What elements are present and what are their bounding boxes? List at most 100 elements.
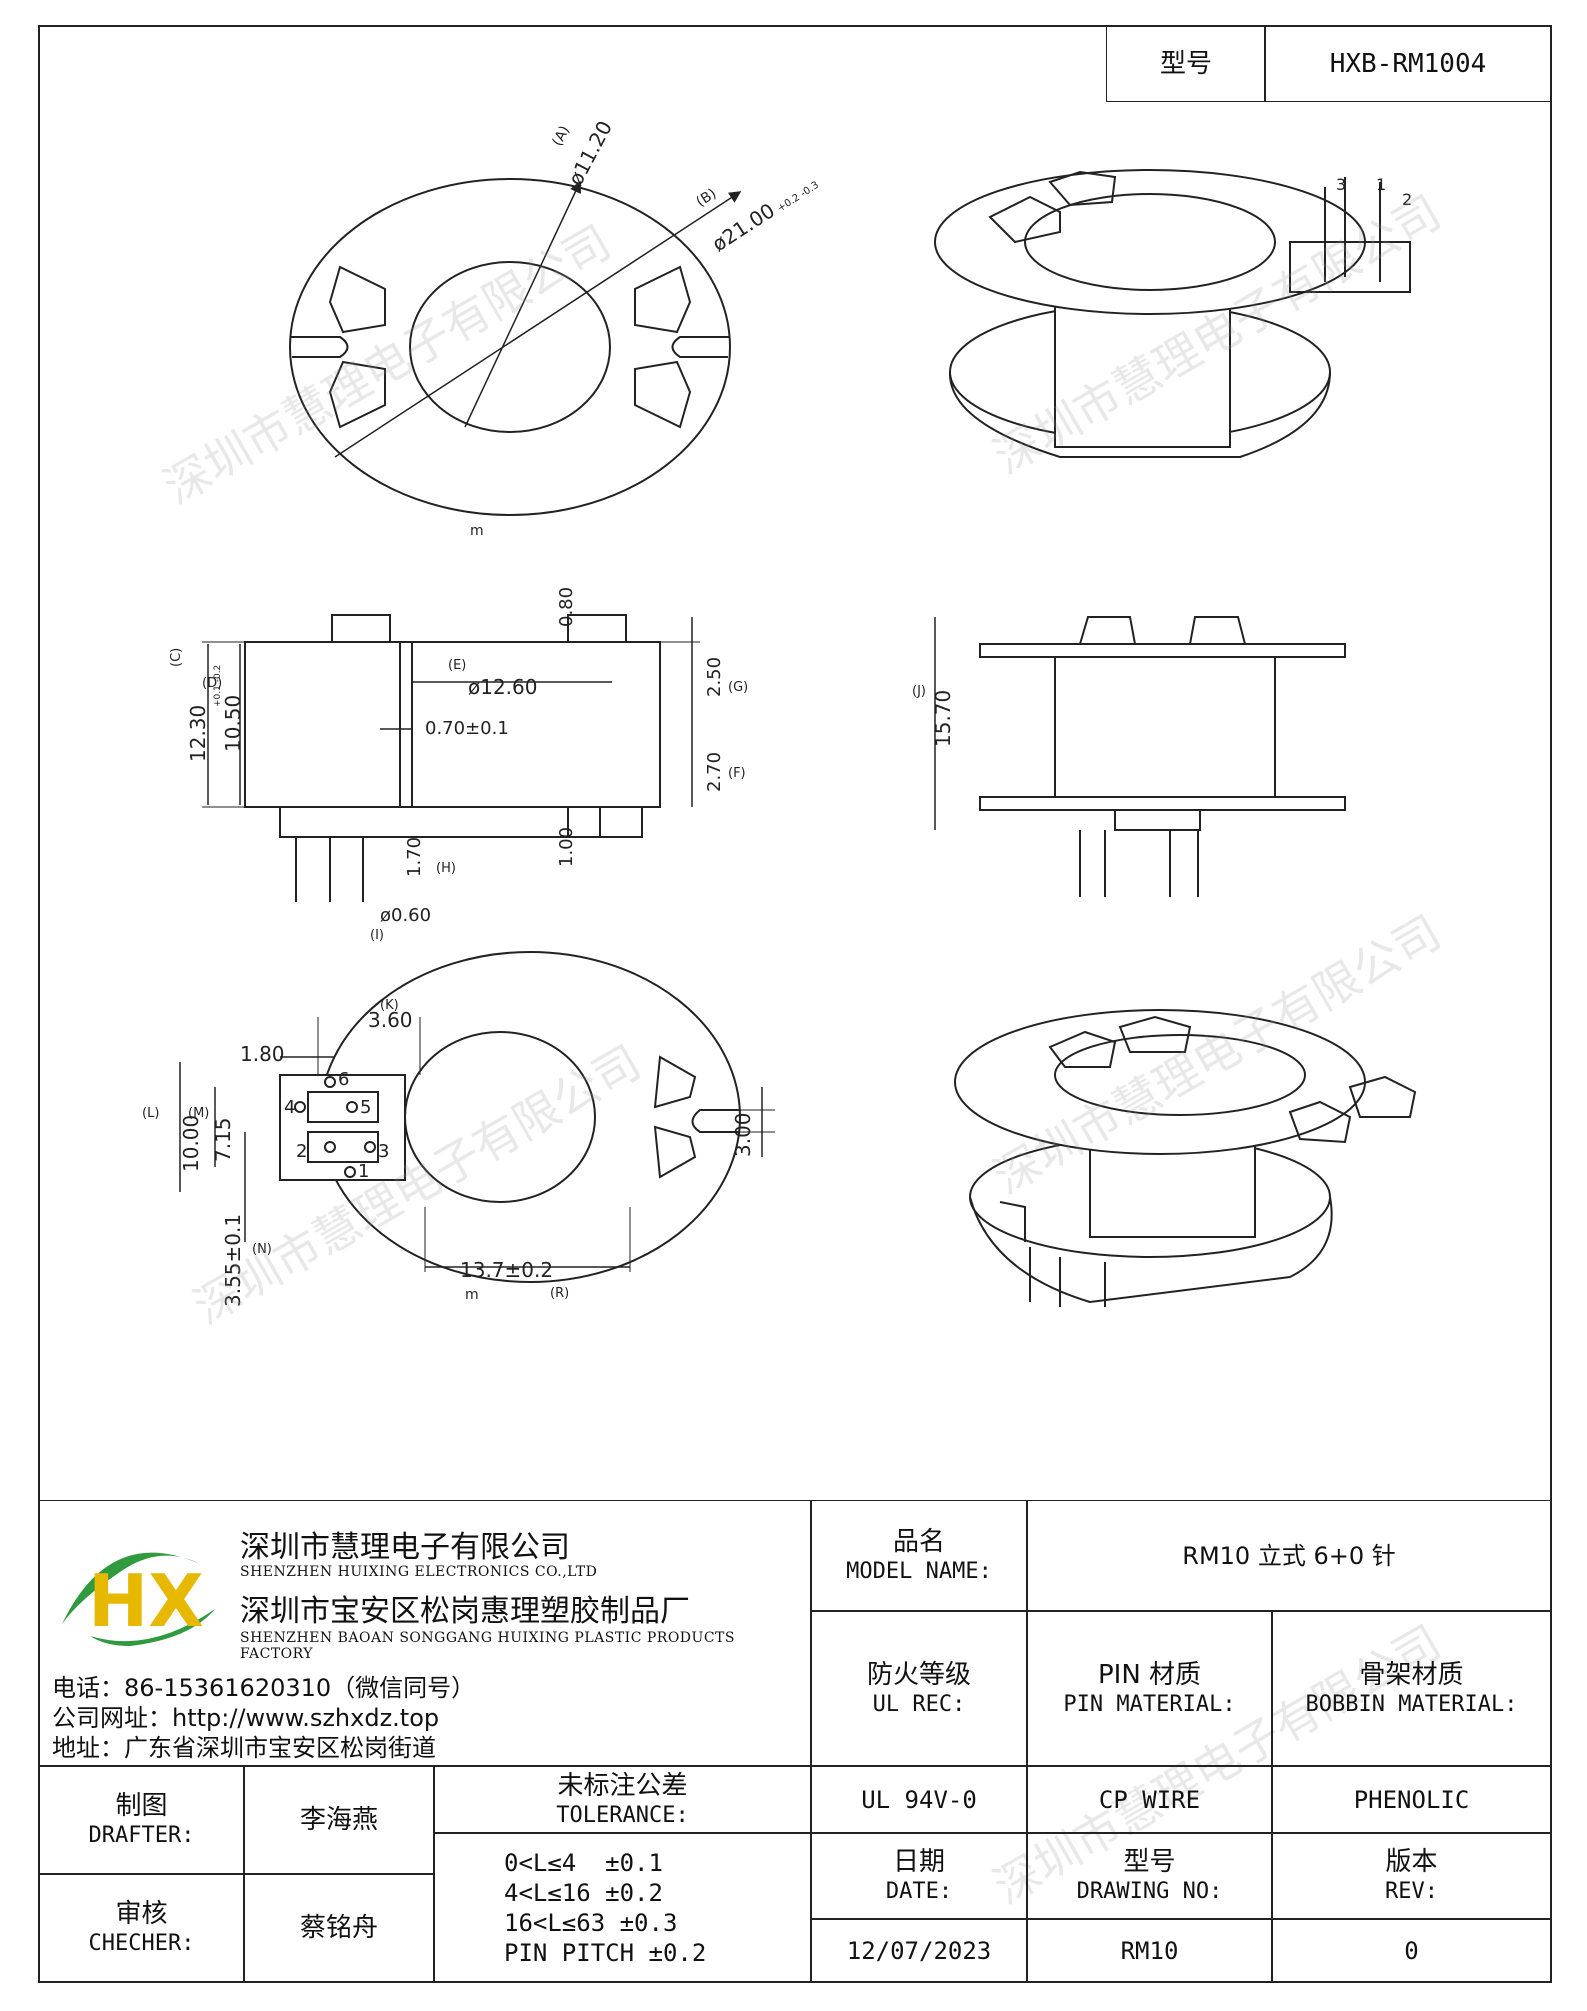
ul-zh: 防火等级	[866, 1659, 971, 1690]
iso-pin-3: 3	[1336, 175, 1346, 194]
dim-e-label: (E)	[448, 658, 466, 673]
dim-n-label: (N)	[252, 1242, 272, 1257]
iso-view-top	[934, 169, 1411, 458]
dim-r-value: 13.7±0.2	[460, 1258, 553, 1282]
company-phone: 电话：86-15361620310（微信同号）	[52, 1674, 476, 1702]
dim-h-label: (H)	[436, 861, 456, 876]
drawing-no-value: RM10	[1120, 1936, 1179, 1965]
date-value: 12/07/2023	[846, 1936, 992, 1965]
rev-value: 0	[1404, 1936, 1419, 1965]
tolerance-label-cell: 未标注公差 TOLERANCE:	[433, 1765, 812, 1834]
dim-g-label: (G)	[728, 680, 748, 695]
dim-i-value: ø0.60	[380, 905, 431, 926]
front-view	[202, 614, 700, 902]
company-name-en: SHENZHEN HUIXING ELECTRONICS CO.,LTD	[240, 1564, 598, 1580]
dim-b-label: (B)	[693, 186, 719, 211]
dim-n-value: 3.55±0.1	[221, 1214, 245, 1307]
drafter-value: 李海燕	[299, 1805, 378, 1835]
pin-material-value: CP WIRE	[1098, 1785, 1201, 1814]
bobbin-material-zh: 骨架材质	[1359, 1659, 1464, 1690]
dim-i-label: (I)	[370, 928, 384, 943]
header-model-value-cell: HXB-RM1004	[1264, 25, 1552, 102]
bobbin-value-cell: PHENOLIC	[1271, 1765, 1552, 1834]
bottom-view	[179, 951, 775, 1283]
model-name-zh: 品名	[892, 1527, 945, 1557]
factory-name-en: SHENZHEN BAOAN SONGGANG HUIXING PLASTIC …	[240, 1630, 735, 1662]
bottom-view-mark: m	[465, 1287, 479, 1303]
pin-material-label-cell: PIN 材质 PIN MATERIAL:	[1026, 1610, 1273, 1767]
drawing-no-label-cell: 型号 DRAWING NO:	[1026, 1832, 1273, 1920]
date-value-cell: 12/07/2023	[810, 1918, 1028, 1983]
checker-en: CHECHER:	[88, 1931, 195, 1956]
side-view	[934, 616, 1346, 897]
technical-drawing: (A) ø11.20 (B) ø21.00 +0.2 -0.3 m 3 1 2	[142, 117, 1417, 1307]
header-model-label: 型号	[1159, 48, 1212, 79]
dim-a-label: (A)	[549, 123, 573, 149]
dim-k-value: 3.60	[368, 1008, 413, 1032]
top-view-mark: m	[470, 523, 484, 539]
dim-j-label: (J)	[912, 684, 926, 699]
header-model-value: HXB-RM1004	[1329, 48, 1487, 79]
dim-k-label: (K)	[380, 998, 399, 1013]
bobbin-material-label-cell: 骨架材质 BOBBIN MATERIAL:	[1271, 1610, 1552, 1767]
dim-j-value: 15.70	[931, 690, 955, 747]
dim-g-value: 2.50	[704, 657, 725, 697]
drafter-zh: 制图	[115, 1791, 168, 1821]
dim-h-value: 1.70	[404, 837, 425, 877]
checker-value-cell: 蔡铭舟	[243, 1873, 435, 1983]
drafter-label-cell: 制图 DRAFTER:	[38, 1765, 245, 1875]
logo-text: HX	[88, 1559, 204, 1643]
ul-label-cell: 防火等级 UL REC:	[810, 1610, 1028, 1767]
company-info-cell	[38, 1500, 812, 1767]
tolerance-line-4: PIN PITCH ±0.2	[504, 1938, 707, 1967]
drafter-value-cell: 李海燕	[243, 1765, 435, 1875]
dim-wall-value: 0.70±0.1	[425, 718, 509, 739]
date-label-cell: 日期 DATE:	[810, 1832, 1028, 1920]
pin-value-cell: CP WIRE	[1026, 1765, 1273, 1834]
dim-top-value: 0.80	[556, 587, 577, 627]
dim-180-value: 1.80	[240, 1042, 285, 1066]
rev-label-cell: 版本 REV:	[1271, 1832, 1552, 1920]
tolerance-line-1: 0<L≤4 ±0.1	[504, 1848, 663, 1877]
bobbin-material-en: BOBBIN MATERIAL:	[1305, 1691, 1518, 1717]
ul-value-cell: UL 94V-0	[810, 1765, 1028, 1834]
bottom-pin-1: 1	[358, 1161, 369, 1182]
rev-value-cell: 0	[1271, 1918, 1552, 1983]
dim-c-label: (C)	[169, 648, 184, 667]
dim-r-label: (R)	[550, 1286, 569, 1301]
rev-en: REV:	[1385, 1879, 1438, 1904]
iso-pin-2: 2	[1402, 190, 1412, 209]
pin-material-zh: PIN 材质	[1097, 1659, 1202, 1690]
dim-slot-value: 3.00	[731, 1112, 755, 1157]
ul-value: UL 94V-0	[861, 1785, 977, 1814]
dim-a-value: ø11.20	[563, 117, 617, 190]
bobbin-material-value: PHENOLIC	[1353, 1785, 1470, 1814]
dim-e-value: ø12.60	[468, 675, 538, 699]
checker-zh: 审核	[115, 1899, 168, 1929]
tolerance-zh: 未标注公差	[557, 1770, 688, 1801]
rev-zh: 版本	[1385, 1847, 1438, 1877]
model-name-value: RM10 立式 6+0 针	[1182, 1542, 1396, 1570]
ul-en: UL REC:	[872, 1691, 966, 1717]
dim-b-tol: +0.2 -0.3	[776, 180, 821, 215]
top-view	[289, 178, 742, 516]
date-zh: 日期	[892, 1847, 945, 1877]
dim-c-tol: +0.1 -0.2	[213, 665, 223, 707]
bottom-pin-2: 2	[296, 1141, 307, 1162]
drawing-no-zh: 型号	[1123, 1847, 1176, 1877]
iso-pin-1: 1	[1376, 175, 1386, 194]
header-model-label-cell: 型号	[1106, 25, 1266, 102]
checker-label-cell: 审核 CHECHER:	[38, 1873, 245, 1983]
company-address: 地址：广东省深圳市宝安区松岗街道	[52, 1734, 436, 1762]
dim-l-value: 10.00	[179, 1115, 203, 1172]
bottom-pin-6: 6	[338, 1069, 349, 1090]
company-logo: HX	[62, 1552, 215, 1646]
tolerance-en: TOLERANCE:	[556, 1802, 689, 1828]
dim-m-value: 7.15	[211, 1117, 235, 1162]
factory-name-zh: 深圳市宝安区松岗惠理塑胶制品厂	[240, 1594, 690, 1629]
bottom-pin-5: 5	[360, 1097, 371, 1118]
company-website: 公司网址：http://www.szhxdz.top	[52, 1704, 440, 1732]
tolerance-values-cell: 0<L≤4 ±0.1 4<L≤16 ±0.2 16<L≤63 ±0.3 PIN …	[433, 1832, 812, 1983]
dim-f-value: 2.70	[704, 752, 725, 792]
model-name-en: MODEL NAME:	[846, 1559, 992, 1584]
